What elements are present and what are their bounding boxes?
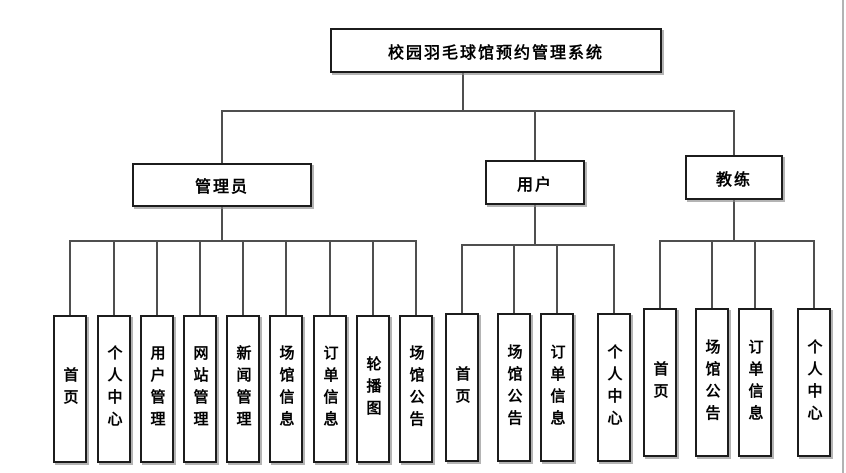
node-root: 校园羽毛球馆预约管理系统 bbox=[330, 28, 662, 73]
screen-right-border bbox=[842, 0, 844, 473]
leaf-label: 场馆公告 bbox=[505, 343, 524, 432]
connector-user-drop bbox=[513, 244, 515, 313]
connector-admin-stem bbox=[221, 207, 223, 242]
leaf-label: 个人中心 bbox=[605, 343, 624, 432]
leaf-admin-home: 首页 bbox=[53, 315, 87, 463]
leaf-admin-site-mgmt: 网站管理 bbox=[183, 315, 217, 463]
leaf-coach-venue-notice: 场馆公告 bbox=[695, 308, 729, 457]
connector-user-horizontal bbox=[461, 244, 615, 246]
leaf-admin-carousel: 轮播图 bbox=[356, 315, 390, 463]
leaf-admin-venue-info: 场馆信息 bbox=[269, 315, 303, 463]
connector-admin-drop bbox=[372, 240, 374, 315]
connector-admin-drop bbox=[69, 240, 71, 315]
connector-admin-drop bbox=[415, 240, 417, 315]
connector-coach-drop bbox=[659, 240, 661, 308]
leaf-coach-home: 首页 bbox=[643, 308, 677, 457]
leaf-admin-news-mgmt: 新闻管理 bbox=[226, 315, 260, 463]
connector-level1-horizontal bbox=[221, 110, 735, 112]
leaf-label: 首页 bbox=[453, 365, 472, 410]
connector-user-drop bbox=[461, 244, 463, 313]
connector-root-stem bbox=[462, 73, 464, 111]
node-root-label: 校园羽毛球馆预约管理系统 bbox=[387, 42, 604, 62]
node-admin-label: 管理员 bbox=[194, 177, 249, 196]
leaf-user-home: 首页 bbox=[445, 313, 479, 462]
leaf-user-personal-center: 个人中心 bbox=[597, 313, 631, 462]
node-coach: 教练 bbox=[685, 155, 783, 200]
connector-admin-drop bbox=[242, 240, 244, 315]
connector-admin-drop bbox=[329, 240, 331, 315]
connector-coach-drop bbox=[711, 240, 713, 308]
leaf-label: 场馆公告 bbox=[703, 338, 722, 427]
connector-admin-drop bbox=[285, 240, 287, 315]
node-user-label: 用户 bbox=[516, 174, 553, 194]
connector-user-stem bbox=[534, 205, 536, 244]
leaf-label: 订单信息 bbox=[321, 345, 340, 433]
connector-coach-drop bbox=[813, 240, 815, 308]
leaf-admin-user-mgmt: 用户管理 bbox=[140, 315, 174, 463]
leaf-admin-order-info: 订单信息 bbox=[313, 315, 347, 463]
leaf-label: 订单信息 bbox=[548, 343, 567, 432]
leaf-user-venue-notice: 场馆公告 bbox=[497, 313, 531, 462]
leaf-label: 用户管理 bbox=[148, 345, 167, 433]
connector-drop-user bbox=[534, 110, 536, 161]
connector-user-drop bbox=[613, 244, 615, 313]
connector-admin-drop bbox=[156, 240, 158, 315]
leaf-label: 新闻管理 bbox=[234, 345, 253, 433]
connector-user-drop bbox=[556, 244, 558, 313]
leaf-admin-venue-notice: 场馆公告 bbox=[399, 315, 433, 463]
leaf-label: 首页 bbox=[651, 360, 670, 405]
leaf-coach-order-info: 订单信息 bbox=[738, 308, 772, 457]
leaf-label: 个人中心 bbox=[805, 338, 824, 427]
node-coach-label: 教练 bbox=[715, 169, 752, 189]
connector-drop-coach bbox=[733, 110, 735, 156]
leaf-label: 网站管理 bbox=[191, 345, 210, 433]
leaf-label: 轮播图 bbox=[364, 356, 383, 422]
connector-coach-stem bbox=[733, 200, 735, 240]
leaf-label: 场馆公告 bbox=[407, 345, 426, 433]
leaf-label: 首页 bbox=[61, 367, 80, 411]
connector-coach-drop bbox=[754, 240, 756, 308]
connector-admin-drop bbox=[199, 240, 201, 315]
leaf-label: 订单信息 bbox=[746, 338, 765, 427]
connector-coach-horizontal bbox=[659, 240, 815, 242]
leaf-coach-personal-center: 个人中心 bbox=[797, 308, 831, 457]
leaf-admin-personal-center: 个人中心 bbox=[97, 315, 131, 463]
leaf-label: 场馆信息 bbox=[277, 345, 296, 433]
connector-drop-admin bbox=[221, 110, 223, 163]
leaf-user-order-info: 订单信息 bbox=[540, 313, 574, 462]
node-admin: 管理员 bbox=[132, 163, 312, 207]
node-user: 用户 bbox=[485, 160, 585, 205]
connector-admin-drop bbox=[113, 240, 115, 315]
leaf-label: 个人中心 bbox=[105, 345, 124, 433]
